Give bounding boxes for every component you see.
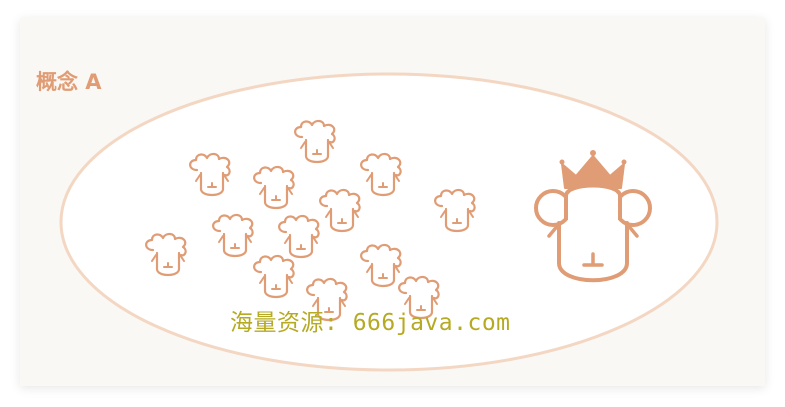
concept-label: 概念 A <box>36 70 102 94</box>
crowned-sheep-icon <box>534 150 652 283</box>
watermark-text: 海量资源: 666java.com <box>230 310 511 336</box>
concept-ellipse <box>59 72 719 372</box>
